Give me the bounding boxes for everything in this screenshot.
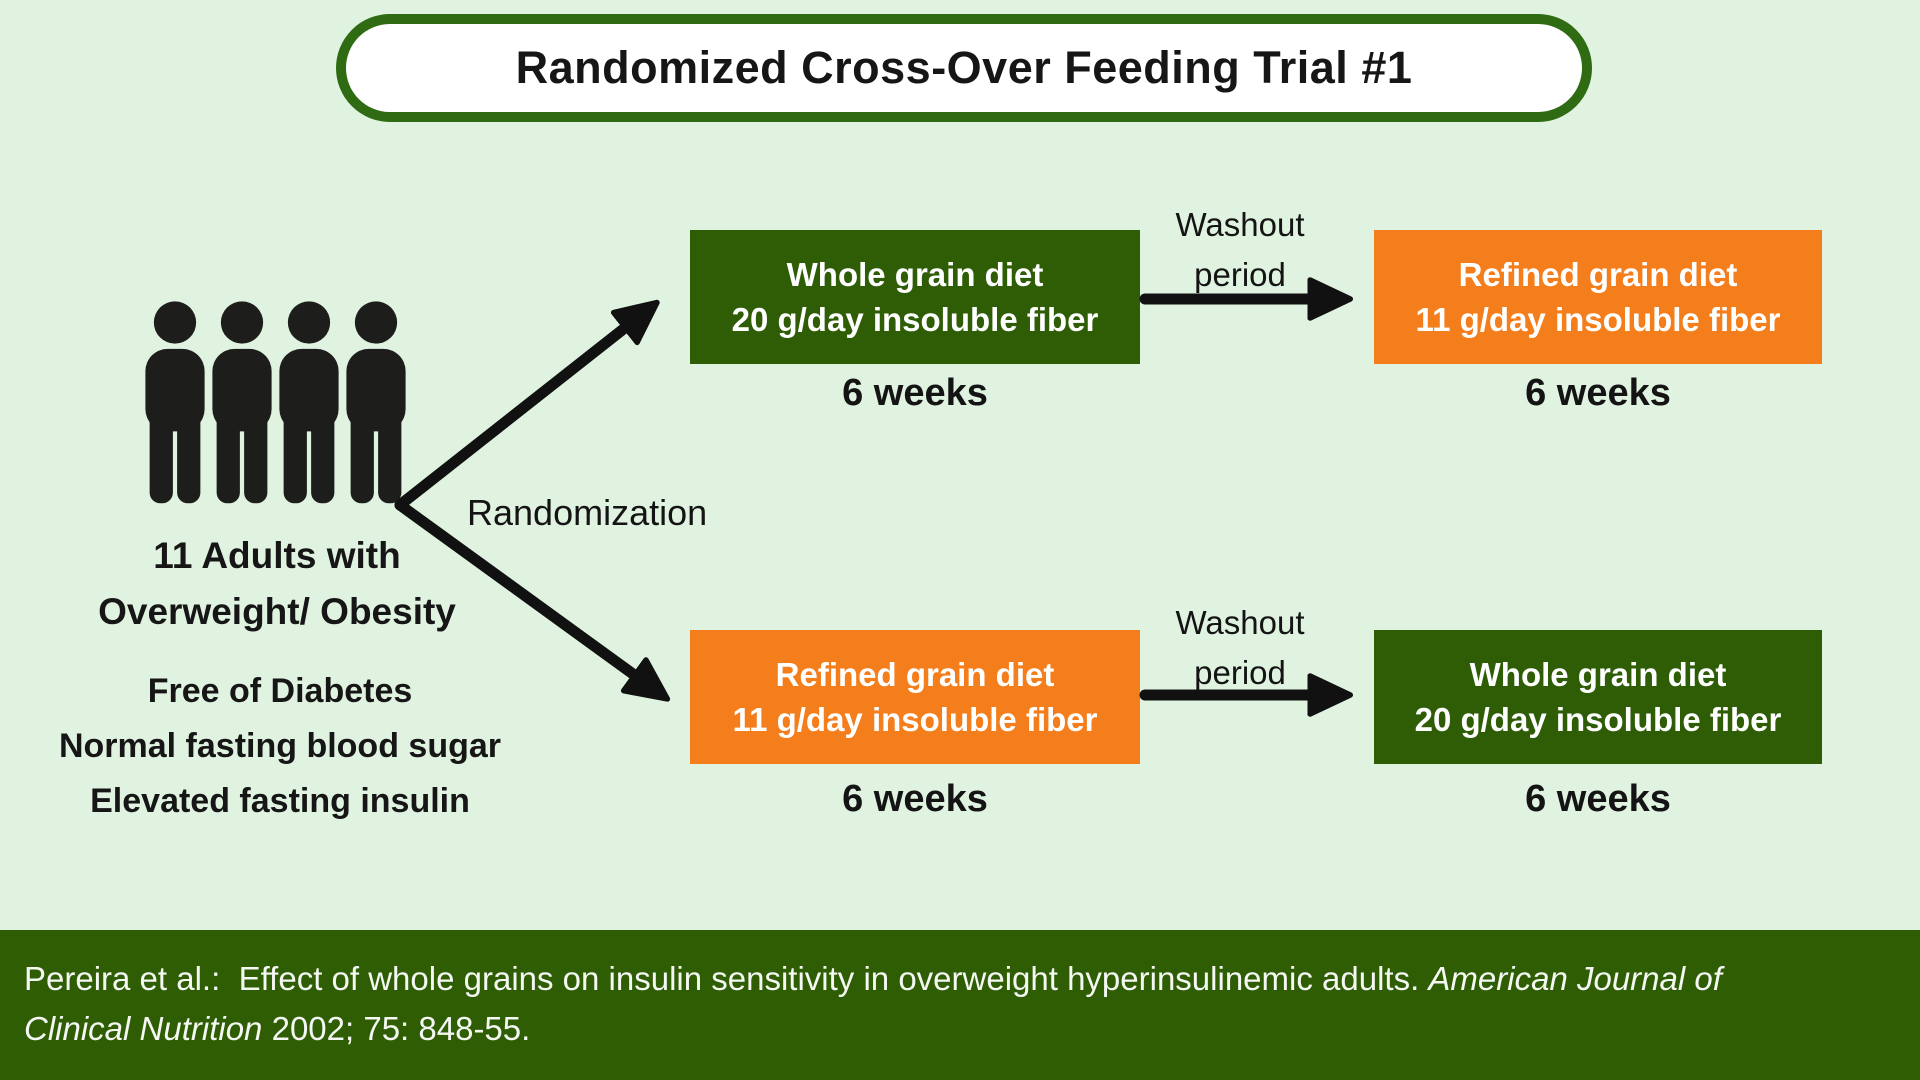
refined-grain-diet-box-arm2: Refined grain diet 11 g/day insoluble fi… xyxy=(690,630,1140,764)
person-icon xyxy=(212,301,272,504)
person-icon xyxy=(145,301,205,504)
whole-grain-diet-box-arm2: Whole grain diet 20 g/day insoluble fibe… xyxy=(1374,630,1822,764)
population-criteria: Free of Diabetes Normal fasting blood su… xyxy=(0,664,560,829)
population-line2: Overweight/ Obesity xyxy=(98,591,456,632)
criteria-item: Elevated fasting insulin xyxy=(90,782,470,820)
duration-label: 6 weeks xyxy=(1525,778,1671,820)
citation-ref: 2002; 75: 848-55. xyxy=(262,1010,531,1047)
diet-box-line1: Refined grain diet xyxy=(1458,256,1738,293)
population-line1: 11 Adults with xyxy=(153,535,401,576)
duration-label: 6 weeks xyxy=(842,372,988,414)
person-icon xyxy=(346,301,406,504)
randomization-arrow-up xyxy=(394,299,660,511)
person-icon xyxy=(279,301,339,504)
diet-box-line2: 20 g/day insoluble fiber xyxy=(731,301,1099,338)
criteria-item: Free of Diabetes xyxy=(147,672,413,710)
title-box: Randomized Cross-Over Feeding Trial #1 xyxy=(336,14,1592,122)
citation-journal-part2: Clinical Nutrition xyxy=(24,1010,263,1047)
diet-box-line1: Whole grain diet xyxy=(1469,656,1727,693)
washout-line1: Washout xyxy=(1175,206,1305,243)
page-title: Randomized Cross-Over Feeding Trial #1 xyxy=(515,42,1413,93)
diet-box-line2: 11 g/day insoluble fiber xyxy=(732,701,1098,738)
whole-grain-diet-box-arm1: Whole grain diet 20 g/day insoluble fibe… xyxy=(690,230,1140,364)
diet-box-line1: Refined grain diet xyxy=(775,656,1055,693)
diet-box-line1: Whole grain diet xyxy=(786,256,1044,293)
criteria-item: Normal fasting blood sugar xyxy=(58,727,502,765)
diet-box-line2: 20 g/day insoluble fiber xyxy=(1414,701,1782,738)
randomization-label: Randomization xyxy=(467,492,708,533)
citation-journal-part1: American Journal of xyxy=(1428,960,1722,997)
washout-line2: period xyxy=(1194,256,1286,293)
duration-label: 6 weeks xyxy=(1525,372,1671,414)
citation-bar: Pereira et al.: Effect of whole grains o… xyxy=(0,930,1920,1080)
diet-box-line2: 11 g/day insoluble fiber xyxy=(1415,301,1781,338)
washout-line1: Washout xyxy=(1175,604,1305,641)
washout-label-top: Washout period xyxy=(1120,200,1360,300)
washout-label-bottom: Washout period xyxy=(1120,598,1360,698)
refined-grain-diet-box-arm1: Refined grain diet 11 g/day insoluble fi… xyxy=(1374,230,1822,364)
duration-label: 6 weeks xyxy=(842,778,988,820)
citation-line2: Clinical Nutrition 2002; 75: 848-55. xyxy=(24,1004,1890,1054)
washout-line2: period xyxy=(1194,654,1286,691)
people-group-icon xyxy=(138,300,406,512)
citation-text: Pereira et al.: Effect of whole grains o… xyxy=(24,960,1429,997)
citation-line1: Pereira et al.: Effect of whole grains o… xyxy=(24,954,1890,1004)
